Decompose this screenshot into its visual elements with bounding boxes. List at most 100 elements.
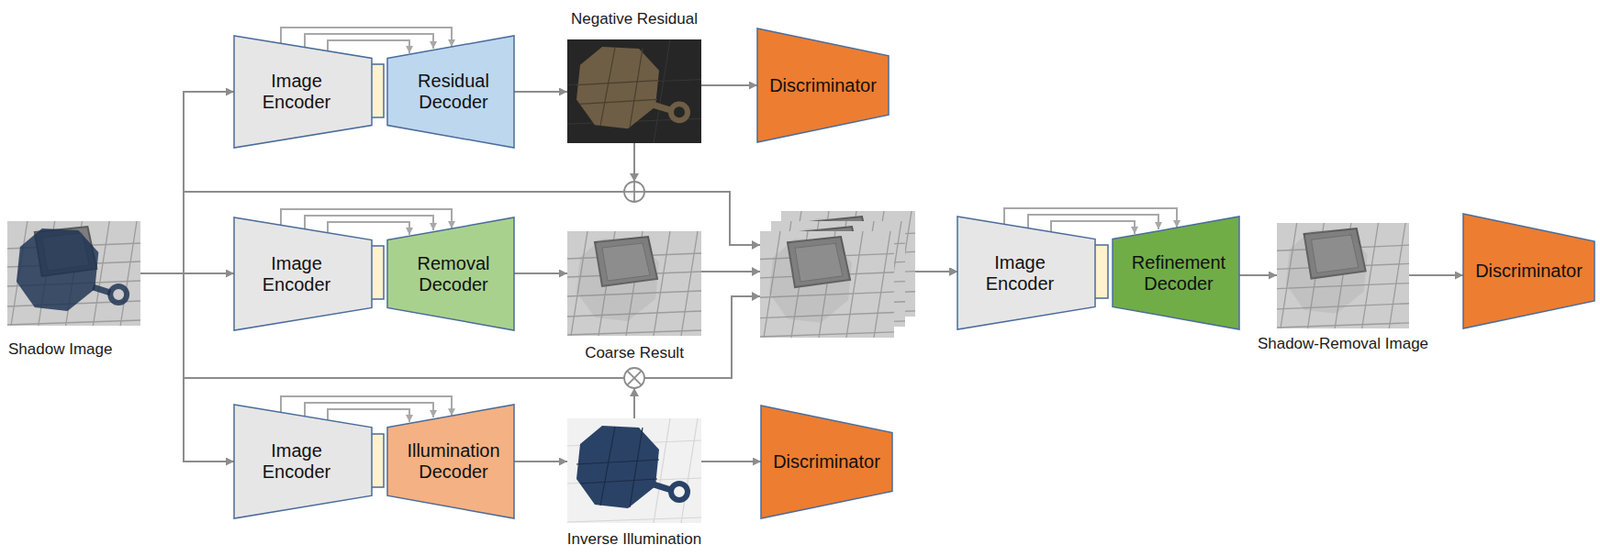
encoder-block: Image Encoder (234, 35, 372, 148)
label-box: Image Encoder (234, 404, 372, 519)
illustration-part (751, 291, 761, 302)
flow-arrow (1239, 274, 1277, 277)
image-caption: Shadow Image (8, 340, 112, 359)
block-shape (387, 35, 515, 148)
decoder-block: Residual Decoder (387, 35, 515, 148)
flow-arrow (701, 84, 758, 87)
wire (183, 377, 625, 380)
illustration-part (327, 40, 410, 54)
decoder-block: Illumination Decoder (387, 404, 515, 519)
label-box: Image Encoder (234, 35, 372, 148)
flow-arrow (514, 460, 568, 463)
label-box: Removal Decoder (387, 217, 515, 331)
illustration-part (751, 240, 761, 250)
illumination-photo (567, 418, 702, 524)
skip-connection (280, 209, 452, 229)
flow-arrow (514, 272, 568, 275)
block-shape (1463, 213, 1595, 329)
block-shape (760, 405, 893, 519)
encoder-block: Image Encoder (234, 404, 372, 519)
caption: Shadow Image (8, 340, 112, 359)
label-box: Image Encoder (234, 217, 372, 331)
image-panel: Negative Residual (567, 39, 702, 144)
coarse-photo (567, 231, 702, 336)
add-operator (624, 181, 645, 202)
label-box: Discriminator (1463, 213, 1595, 329)
block-label: Refinement Decoder (1127, 252, 1231, 295)
encoder-block: Image Encoder (234, 217, 372, 331)
illustration-part (751, 267, 761, 277)
flow-arrow (140, 273, 235, 462)
illustration-part (624, 181, 645, 202)
connectors (140, 27, 1464, 462)
block-label: Residual Decoder (402, 70, 505, 113)
image-panel: Shadow-Removal Image (1276, 223, 1410, 329)
block-label: Image Encoder (245, 253, 348, 296)
image-caption: Coarse Result (584, 344, 684, 363)
block-shape (757, 28, 889, 143)
illustration-part (1051, 221, 1135, 235)
flow-arrow (701, 460, 761, 463)
caption: Inverse Illumination (567, 530, 702, 549)
shadow-photo (7, 221, 141, 326)
discriminator-block: Discriminator (757, 28, 889, 143)
block-label: Image Encoder (245, 440, 348, 483)
label-box: Image Encoder (957, 216, 1096, 330)
decoder-block: Removal Decoder (387, 217, 515, 331)
label-box: Discriminator (760, 405, 893, 519)
block-shape (387, 217, 515, 331)
caption: Coarse Result (584, 344, 684, 363)
block-label: Image Encoder (245, 70, 348, 113)
caption: Negative Residual (570, 10, 698, 29)
encoder-block: Image Encoder (957, 216, 1096, 330)
decoder-block: Refinement Decoder (1112, 216, 1240, 330)
label-box: Discriminator (757, 28, 889, 143)
block-label: Discriminator (769, 75, 877, 97)
illustration-part (629, 173, 639, 182)
illustration-part (629, 388, 639, 397)
flow-arrow (514, 90, 568, 93)
block-label: Removal Decoder (402, 253, 505, 296)
flow-arrow (140, 91, 235, 274)
label-box: Residual Decoder (387, 35, 515, 148)
block-label: Discriminator (1475, 260, 1583, 282)
block-shape (234, 404, 372, 519)
residual-photo (567, 39, 702, 144)
result-photo (1276, 223, 1410, 329)
block-label: Discriminator (772, 451, 881, 473)
block-label: Image Encoder (968, 252, 1072, 295)
label-box: Illumination Decoder (387, 404, 515, 519)
image-panel: Inverse Illumination (567, 418, 702, 524)
image-panel: Coarse Result (567, 231, 702, 336)
block-shape (234, 217, 372, 331)
stacked-photo (760, 231, 895, 338)
label-box: Refinement Decoder (1112, 216, 1240, 330)
illustration-part (626, 370, 642, 386)
block-label: Illumination Decoder (402, 440, 505, 483)
illustration-part (633, 181, 636, 202)
block-shape (387, 404, 515, 519)
image-caption: Shadow-Removal Image (1257, 335, 1429, 354)
multiply-operator (624, 368, 645, 389)
skip-connection (304, 33, 1159, 423)
image-caption: Inverse Illumination (567, 530, 702, 549)
skip-connection (280, 396, 452, 416)
image-caption: Negative Residual (570, 10, 698, 29)
block-shape (1112, 216, 1240, 330)
block-shape (957, 216, 1096, 330)
image-panel: Shadow Image (7, 221, 141, 326)
illustration-part (327, 409, 410, 423)
discriminator-block: Discriminator (760, 405, 893, 519)
illustration-part (327, 222, 410, 235)
illustration-part (626, 370, 642, 386)
arrowhead (629, 173, 761, 397)
skip-connection (280, 27, 452, 47)
illustration-part (624, 368, 645, 389)
skip-connection (1004, 208, 1177, 228)
caption: Shadow-Removal Image (1257, 335, 1429, 354)
flow-arrow (1409, 274, 1464, 277)
block-shape (234, 35, 372, 148)
discriminator-block: Discriminator (1463, 213, 1595, 329)
